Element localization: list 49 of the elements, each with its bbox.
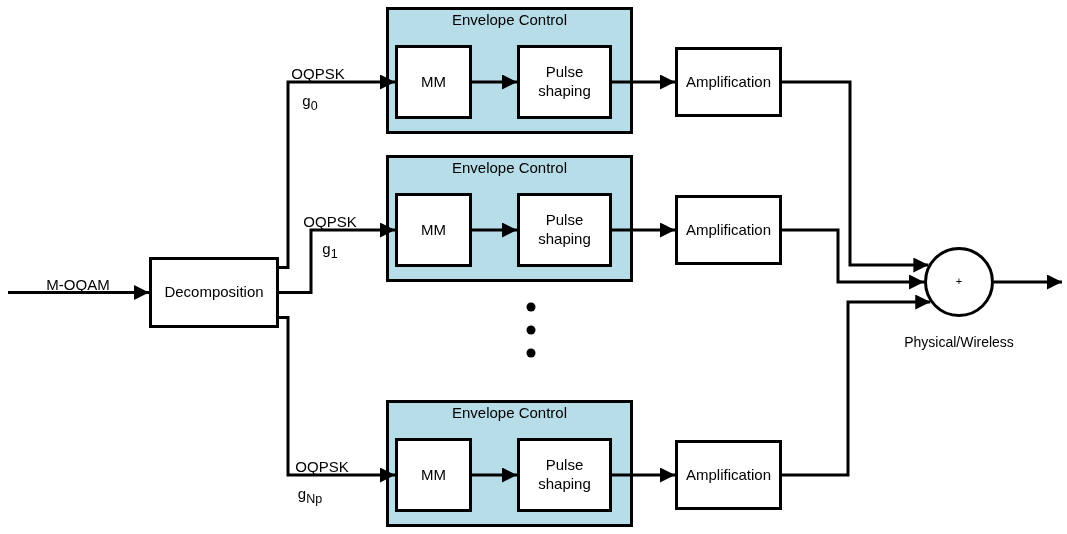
arrow — [612, 74, 675, 90]
edge-label: OQPSK — [291, 65, 345, 81]
gain-label: g$_{1}$ — [322, 241, 338, 261]
edge-label: OQPSK — [295, 458, 349, 474]
process-box — [675, 47, 782, 117]
process-box — [395, 438, 472, 512]
arrow — [782, 80, 929, 273]
group-box — [386, 7, 633, 134]
box-label: MM — [420, 220, 447, 240]
arrow — [279, 316, 395, 483]
gain-label: g$_{Np}$ — [297, 486, 323, 506]
arrow — [279, 74, 395, 269]
group-title: Envelope Control — [451, 403, 568, 423]
process-box — [675, 195, 782, 265]
box-label: Decomposition — [163, 283, 265, 302]
arrow — [612, 222, 675, 238]
arrow — [782, 228, 924, 290]
process-box — [395, 45, 472, 119]
node-caption: Physical/Wireless — [904, 334, 1014, 350]
arrow — [782, 294, 931, 477]
edge-label: OQPSK — [303, 213, 357, 229]
arrow — [472, 467, 517, 483]
arrow — [8, 285, 149, 300]
arrow — [472, 222, 517, 238]
group-box — [386, 400, 633, 527]
group-title: Envelope Control — [451, 158, 568, 178]
process-box — [517, 193, 612, 267]
box-label: Pulse shaping — [537, 63, 592, 101]
box-label: MM — [420, 465, 447, 485]
arrow — [612, 467, 675, 483]
box-label: Amplification — [684, 465, 772, 485]
gain-label: g$_{0}$ — [302, 93, 318, 113]
arrow — [279, 222, 395, 294]
box-label: Amplification — [684, 220, 772, 240]
process-box — [395, 193, 472, 267]
arrow — [472, 74, 517, 90]
edge-label: M-OQAM — [46, 276, 110, 292]
box-label: MM — [420, 72, 447, 92]
box-label: Pulse shaping — [537, 211, 592, 249]
group-box — [386, 155, 633, 282]
process-box — [517, 438, 612, 512]
process-box — [675, 440, 782, 510]
operator-symbol: + — [954, 275, 964, 289]
process-box — [517, 45, 612, 119]
arrow — [994, 274, 1062, 290]
group-title: Envelope Control — [451, 10, 568, 30]
box-label: Amplification — [684, 72, 772, 92]
process-box — [149, 257, 279, 328]
box-label: Pulse shaping — [537, 456, 592, 494]
